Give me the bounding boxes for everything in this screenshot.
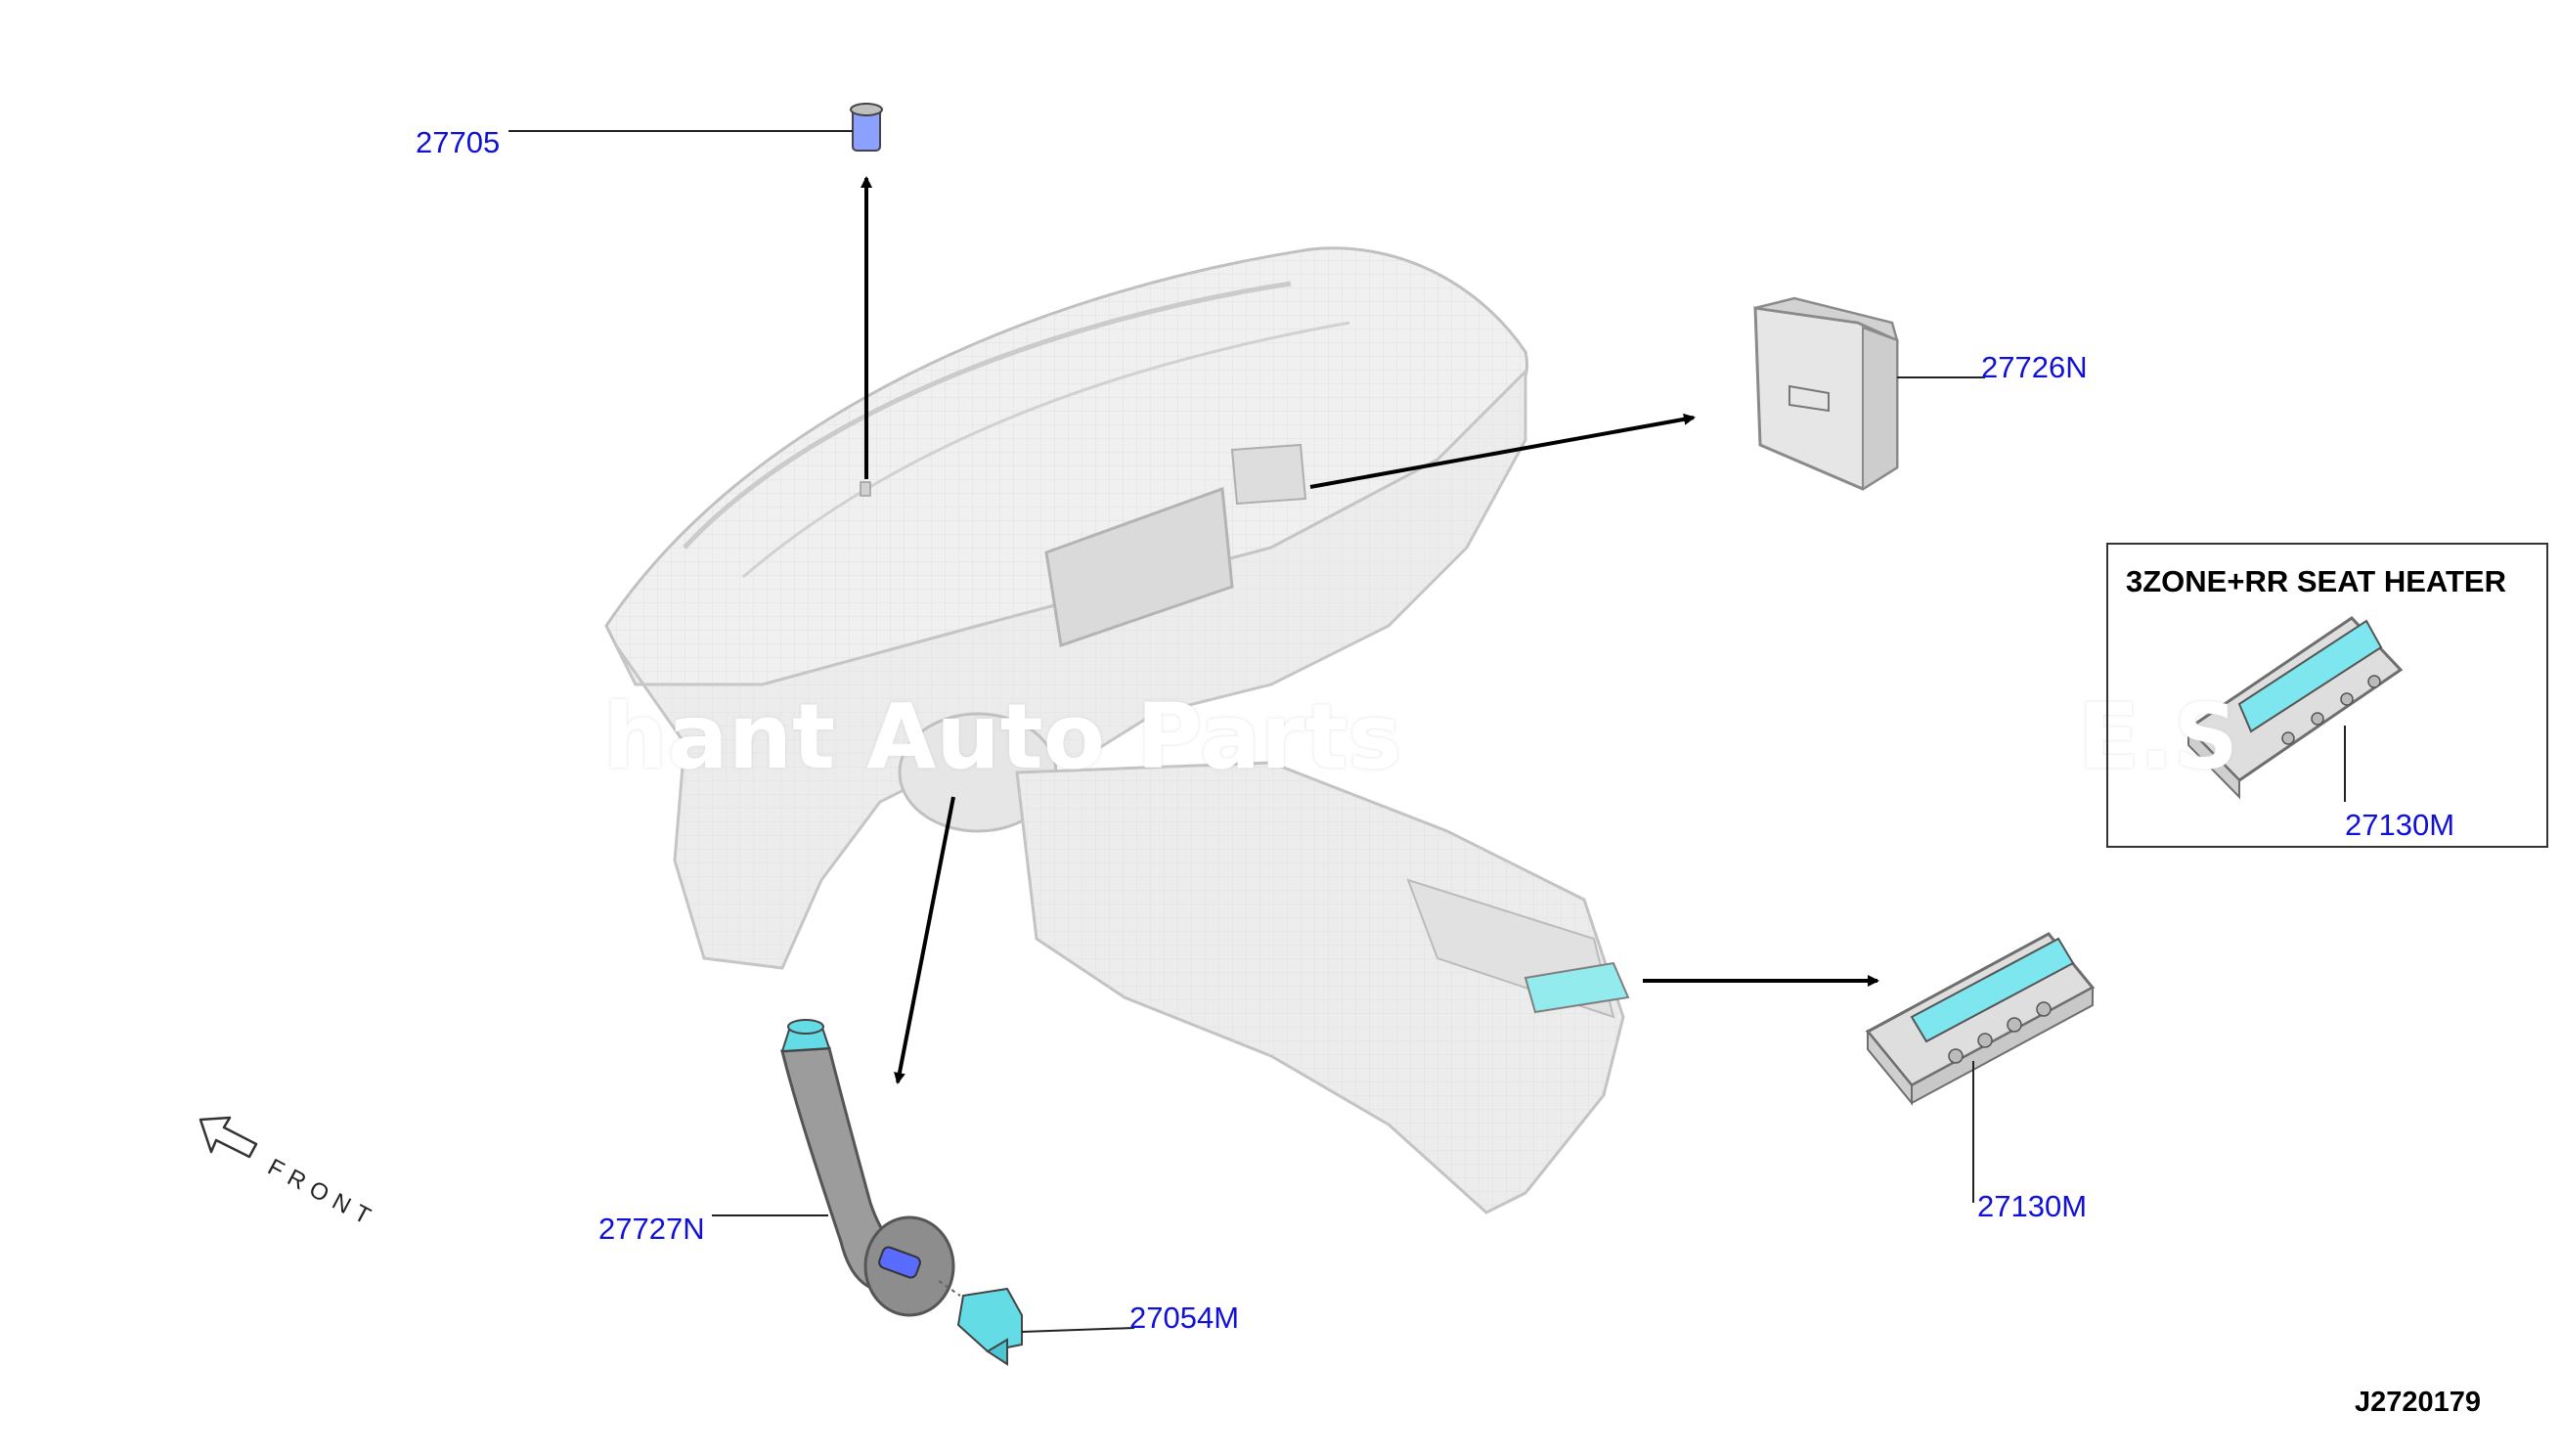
watermark-left: hant Auto Parts <box>603 684 1402 789</box>
leader-27054M <box>1021 1327 1135 1333</box>
inset-title: 3ZONE+RR SEAT HEATER <box>2126 564 2506 598</box>
label-27726N[interactable]: 27726N <box>1981 350 2088 384</box>
part-27054M-bracket <box>956 1287 1023 1366</box>
part-27726N-module <box>1753 296 1899 491</box>
label-27727N[interactable]: 27727N <box>598 1212 705 1246</box>
part-27705-sensor <box>850 103 883 152</box>
inset-3zone-seat-heater: 3ZONE+RR SEAT HEATER <box>2106 543 2548 848</box>
part-27727N-duct <box>780 1019 955 1317</box>
label-27054M[interactable]: 27054M <box>1129 1301 1240 1335</box>
front-arrow-icon <box>199 1116 258 1159</box>
part-27130M-panel <box>1865 932 2096 1106</box>
label-27130M-main[interactable]: 27130M <box>1977 1189 2088 1223</box>
watermark-right: E.S <box>2078 684 2239 789</box>
dashboard-ghost <box>604 246 1630 1214</box>
diagram-id: J2720179 <box>2355 1387 2482 1418</box>
arrow-27727N <box>894 796 955 1084</box>
label-27130M-inset[interactable]: 27130M <box>2345 808 2455 842</box>
label-27705[interactable]: 27705 <box>416 125 501 159</box>
arrow-27726N <box>1309 413 1696 489</box>
part-27130M-inset-panel <box>2186 616 2404 800</box>
